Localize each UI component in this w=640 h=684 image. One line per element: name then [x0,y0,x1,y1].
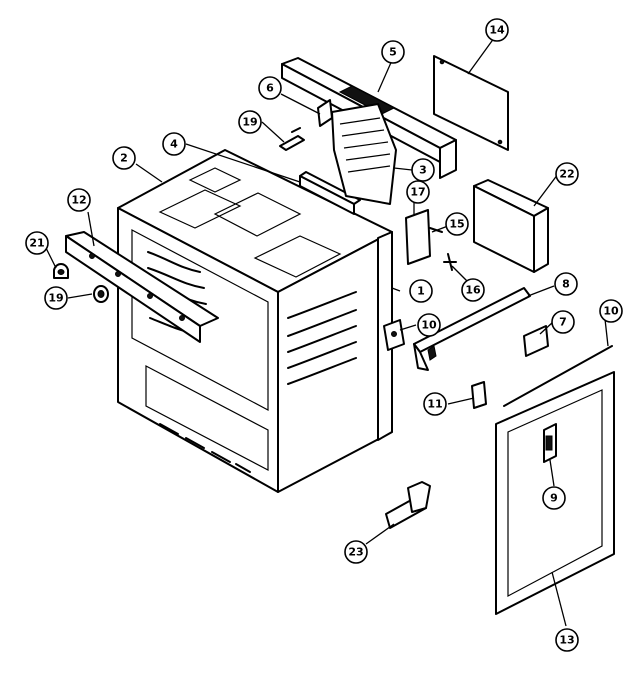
callout-label: 15 [449,218,464,231]
plate-7 [523,325,549,357]
rear-panel-14 [433,55,509,151]
callout-14: 14 [485,18,509,42]
callout-label: 4 [170,138,178,151]
callout-label: 12 [71,194,86,207]
control-box-17 [405,209,443,265]
callout-label: 7 [559,316,567,329]
knob-21 [53,263,69,279]
bracket-6 [317,99,333,127]
callout-13: 13 [555,628,579,652]
callout-label: 2 [120,152,128,165]
callout-label: 13 [559,634,574,647]
callout-label: 19 [242,116,257,129]
callout-4: 4 [162,132,186,156]
front-rail [65,231,219,343]
callout-21: 21 [25,231,49,255]
callout-19: 19 [238,110,262,134]
callout-label: 8 [562,278,570,291]
leader-lines [45,33,609,627]
box-cover-22 [473,179,549,273]
callout-16: 16 [461,278,485,302]
callout-label: 11 [427,398,442,411]
flue-duct-3 [331,103,397,205]
callout-label: 6 [266,82,274,95]
callout-22: 22 [555,162,579,186]
callout-label: 19 [48,292,63,305]
callout-9: 9 [542,486,566,510]
callout-label: 14 [489,24,505,37]
callout-label: 10 [421,319,437,332]
connector-16 [443,253,457,271]
door-latch-9 [543,423,557,463]
rod [503,345,613,407]
callout-18: 10 [599,299,623,323]
callout-3: 3 [411,158,435,182]
callout-10: 10 [417,313,441,337]
callout-label: 17 [410,186,425,199]
callout-20: 19 [44,286,68,310]
clip-19 [279,127,305,151]
callout-15: 15 [445,212,469,236]
knob-20 [93,285,109,303]
tab-11 [471,381,487,409]
callout-label: 3 [419,164,427,177]
bracket-10 [383,319,405,351]
callout-label: 16 [465,284,481,297]
callout-17: 17 [406,180,430,204]
callout-23: 23 [344,540,368,564]
callout-label: 22 [559,168,574,181]
side-rail-8 [413,287,531,371]
callout-7: 7 [551,310,575,334]
callout-label: 5 [389,46,397,59]
callout-6: 6 [258,76,282,100]
callout-1: 1 [409,279,433,303]
callout-label: 9 [550,492,558,505]
callout-11: 11 [423,392,447,416]
callout-label: 1 [417,285,425,298]
callout-12: 12 [67,188,91,212]
callout-label: 23 [348,546,363,559]
callout-label: 21 [29,237,44,250]
callout-2: 2 [112,146,136,170]
floor-bracket-23 [385,481,431,529]
callout-5: 5 [381,40,405,64]
callout-8: 8 [554,272,578,296]
callout-label: 10 [603,305,619,318]
